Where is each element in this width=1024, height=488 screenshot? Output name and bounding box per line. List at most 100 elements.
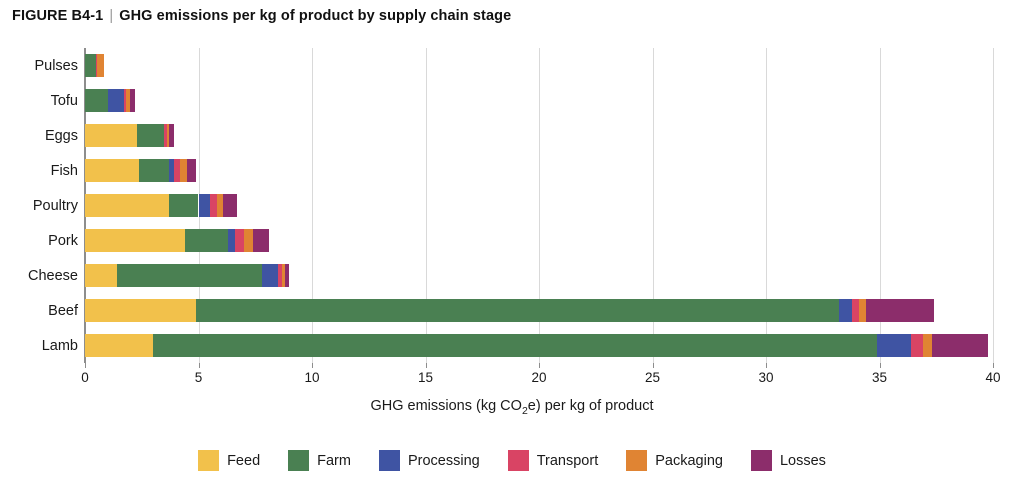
- x-axis-tick-label: 0: [81, 370, 89, 385]
- y-axis-label-beef: Beef: [48, 302, 78, 319]
- x-axis-tick: [85, 363, 86, 368]
- bar-segment-losses[interactable]: [252, 229, 269, 252]
- legend-swatch-processing-icon: [378, 450, 400, 471]
- x-axis-title-subscript: 2: [521, 404, 528, 417]
- bar-segment-losses[interactable]: [130, 89, 135, 112]
- bar-segment-processing[interactable]: [877, 334, 912, 357]
- bar-segment-transport[interactable]: [234, 229, 244, 252]
- legend-item-transport[interactable]: Transport: [507, 450, 599, 471]
- bar-segment-farm[interactable]: [184, 229, 228, 252]
- x-axis-tick: [425, 363, 427, 368]
- x-axis-tick-label: 35: [871, 370, 888, 385]
- bar-segment-losses[interactable]: [187, 159, 197, 182]
- bar-segment-packaging[interactable]: [922, 334, 932, 357]
- bar-segment-processing[interactable]: [838, 299, 853, 322]
- legend-item-packaging[interactable]: Packaging: [626, 450, 723, 471]
- bar-segment-farm[interactable]: [196, 299, 839, 322]
- x-axis-tick: [312, 363, 313, 368]
- legend-item-processing[interactable]: Processing: [378, 450, 480, 471]
- bar-segment-feed[interactable]: [85, 229, 185, 252]
- bar-segment-farm[interactable]: [168, 194, 199, 217]
- x-axis-tick: [539, 363, 540, 368]
- x-axis-tick-label: 20: [531, 370, 547, 385]
- legend-swatch-feed-icon: [198, 450, 220, 471]
- legend-label: Losses: [779, 452, 826, 469]
- bar-segment-processing[interactable]: [228, 229, 235, 252]
- figure-title-text: GHG emissions per kg of product by suppl…: [119, 8, 512, 24]
- x-axis-tick-label: 25: [644, 370, 661, 385]
- bar-segment-farm[interactable]: [116, 264, 263, 287]
- x-axis-tick: [766, 363, 767, 368]
- bar-segment-farm[interactable]: [139, 159, 169, 182]
- x-axis-tick: [993, 363, 994, 368]
- bar-segment-packaging[interactable]: [859, 299, 866, 322]
- x-axis-tick-label: 30: [758, 370, 774, 385]
- bar-segment-feed[interactable]: [85, 264, 117, 287]
- bar-segment-feed[interactable]: [85, 334, 154, 357]
- bar-segment-losses[interactable]: [284, 264, 290, 287]
- x-axis-tick-label: 40: [985, 370, 1001, 385]
- legend-swatch-transport-icon: [507, 450, 529, 471]
- bar-segment-processing[interactable]: [262, 264, 278, 287]
- legend-swatch-losses-icon: [750, 450, 772, 471]
- y-axis-label-pulses: Pulses: [34, 57, 78, 74]
- title-separator: |: [109, 8, 114, 24]
- gridline: [652, 48, 654, 363]
- x-axis-tick-label: 10: [304, 370, 320, 385]
- bar-segment-transport[interactable]: [852, 299, 860, 322]
- bar-segment-processing[interactable]: [107, 89, 124, 112]
- x-axis-tick: [879, 363, 881, 368]
- legend: Feed Farm Processing Transport Packaging Loss…: [0, 450, 1024, 471]
- bar-segment-transport[interactable]: [209, 194, 217, 217]
- legend-label: Transport: [536, 452, 599, 469]
- gridline: [766, 48, 767, 363]
- y-axis-label-fish: Fish: [50, 162, 78, 179]
- bar-segment-packaging[interactable]: [282, 264, 285, 287]
- bar-segment-farm[interactable]: [153, 334, 878, 357]
- bar-segment-transport[interactable]: [96, 54, 98, 77]
- bar-segment-packaging[interactable]: [166, 124, 169, 147]
- x-axis-title: GHG emissions (kg CO2e) per kg of produc…: [0, 398, 1024, 417]
- legend-label: Farm: [317, 452, 351, 469]
- x-axis-title-after: e) per kg of product: [527, 398, 654, 414]
- bar-segment-transport[interactable]: [173, 159, 181, 182]
- x-axis-tick-label: 15: [417, 370, 434, 385]
- bar-segment-packaging[interactable]: [243, 229, 253, 252]
- bar-segment-farm[interactable]: [137, 124, 165, 147]
- legend-swatch-packaging-icon: [626, 450, 648, 471]
- bar-segment-losses[interactable]: [931, 334, 989, 357]
- bar-segment-processing[interactable]: [198, 194, 210, 217]
- legend-item-farm[interactable]: Farm: [288, 450, 351, 471]
- bar-segment-farm[interactable]: [85, 54, 97, 77]
- bar-segment-farm[interactable]: [85, 89, 108, 112]
- gridline: [539, 48, 540, 363]
- gridline: [312, 48, 313, 363]
- legend-item-losses[interactable]: Losses: [750, 450, 826, 471]
- bar-segment-feed[interactable]: [85, 124, 138, 147]
- y-axis-label-poultry: Poultry: [32, 197, 78, 214]
- bar-segment-transport[interactable]: [164, 124, 167, 147]
- bar-segment-transport[interactable]: [911, 334, 923, 357]
- bar-segment-transport[interactable]: [277, 264, 283, 287]
- gridline: [879, 48, 881, 363]
- bar-segment-transport[interactable]: [123, 89, 126, 112]
- legend-item-feed[interactable]: Feed: [198, 450, 260, 471]
- bar-segment-feed[interactable]: [85, 299, 197, 322]
- bar-segment-losses[interactable]: [168, 124, 174, 147]
- gridline: [425, 48, 427, 363]
- bar-segment-packaging[interactable]: [216, 194, 224, 217]
- legend-label: Feed: [227, 452, 261, 469]
- bar-segment-packaging[interactable]: [97, 54, 105, 77]
- legend-label: Processing: [407, 452, 480, 469]
- legend-label: Packaging: [655, 452, 723, 469]
- bar-segment-packaging[interactable]: [125, 89, 131, 112]
- bar-segment-feed[interactable]: [85, 194, 169, 217]
- x-axis-title-before: GHG emissions (kg CO: [370, 398, 522, 414]
- bar-segment-packaging[interactable]: [180, 159, 188, 182]
- bar-segment-losses[interactable]: [865, 299, 934, 322]
- bar-segment-losses[interactable]: [223, 194, 238, 217]
- bar-segment-processing[interactable]: [168, 159, 174, 182]
- bar-segment-feed[interactable]: [85, 159, 140, 182]
